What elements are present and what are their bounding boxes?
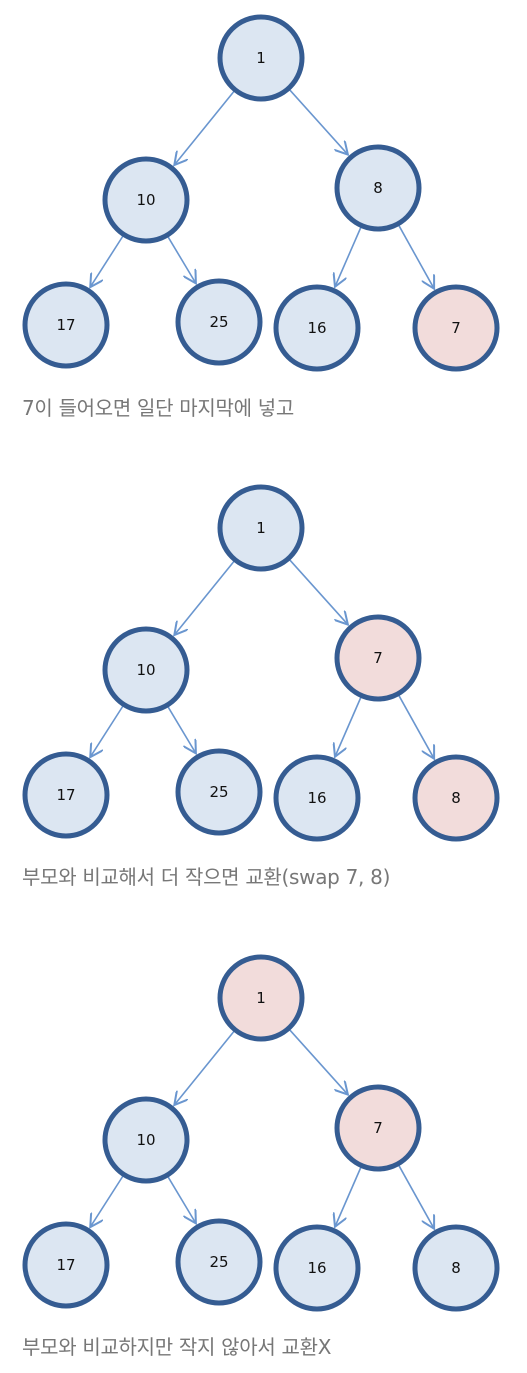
edge-10-to-17 (90, 1174, 125, 1227)
tree-node-25: 25 (175, 278, 263, 366)
tree-node-1: 1 (217, 484, 305, 572)
node-label: 1 (256, 49, 266, 67)
node-circle (102, 1096, 190, 1184)
node-circle (273, 754, 361, 842)
node-circle (334, 144, 422, 232)
node-circle (273, 284, 361, 372)
heap-diagram-step-3: 1 10 7 17 25 16 8 (0, 940, 527, 1320)
tree-node-16: 16 (273, 754, 361, 842)
node-label: 25 (209, 1253, 228, 1271)
heap-tree-step-3: 1 10 7 17 25 16 8 (22, 954, 500, 1312)
caption-step-1: 7이 들어오면 일단 마지막에 넣고 (22, 396, 294, 420)
node-label: 7 (373, 649, 383, 667)
node-label: 16 (307, 1259, 326, 1277)
node-label: 16 (307, 319, 326, 337)
heap-diagram-step-2: 1 10 7 17 25 16 8 (0, 470, 527, 850)
node-circle (412, 284, 500, 372)
node-label: 1 (256, 519, 266, 537)
heap-tree-step-1: 1 10 8 17 25 16 7 (22, 14, 500, 372)
node-label: 10 (136, 1131, 155, 1149)
node-label: 17 (56, 1256, 75, 1274)
edge-10-to-17 (90, 704, 125, 757)
tree-node-8: 8 (412, 754, 500, 842)
tree-node-17: 17 (22, 281, 110, 369)
tree-node-10: 10 (102, 1096, 190, 1184)
tree-node-25: 25 (175, 1218, 263, 1306)
edge-1-to-10 (174, 90, 236, 165)
tree-node-8: 8 (334, 144, 422, 232)
tree-node-17: 17 (22, 1221, 110, 1309)
node-label: 8 (451, 1259, 461, 1277)
node-circle (22, 751, 110, 839)
tree-node-7: 7 (334, 1084, 422, 1172)
node-label: 10 (136, 661, 155, 679)
tree-node-10: 10 (102, 626, 190, 714)
node-circle (412, 1224, 500, 1312)
edge-7-to-8 (397, 694, 434, 759)
heap-tree-step-2: 1 10 7 17 25 16 8 (22, 484, 500, 842)
node-circle (217, 954, 305, 1042)
tree-node-8: 8 (412, 1224, 500, 1312)
node-circle (175, 278, 263, 366)
edge-7-to-16 (335, 1166, 362, 1227)
edge-8-to-16 (335, 226, 362, 287)
edge-1-to-10 (174, 1030, 236, 1105)
node-circle (102, 626, 190, 714)
node-label: 7 (373, 1119, 383, 1137)
node-label: 10 (136, 191, 155, 209)
node-label: 17 (56, 786, 75, 804)
node-circle (22, 1221, 110, 1309)
node-circle (334, 1084, 422, 1172)
tree-node-17: 17 (22, 751, 110, 839)
tree-node-1: 1 (217, 954, 305, 1042)
tree-node-7: 7 (334, 614, 422, 702)
node-label: 8 (373, 179, 383, 197)
node-label: 1 (256, 989, 266, 1007)
edge-10-to-25 (166, 235, 196, 283)
tree-node-10: 10 (102, 156, 190, 244)
node-circle (334, 614, 422, 702)
edge-10-to-25 (166, 705, 196, 753)
heap-diagram-step-1: 1 10 8 17 25 16 7 (0, 0, 527, 380)
caption-step-2: 부모와 비교해서 더 작으면 교환(swap 7, 8) (22, 865, 391, 889)
node-label: 16 (307, 789, 326, 807)
edge-1-to-7 (288, 1028, 348, 1094)
tree-node-7: 7 (412, 284, 500, 372)
node-circle (412, 754, 500, 842)
edge-1-to-7 (288, 558, 348, 624)
node-circle (102, 156, 190, 244)
node-circle (22, 281, 110, 369)
edge-10-to-17 (90, 234, 125, 287)
edge-8-to-7 (397, 224, 434, 289)
edge-7-to-8 (397, 1164, 434, 1229)
node-circle (217, 484, 305, 572)
node-label: 25 (209, 313, 228, 331)
node-label: 17 (56, 316, 75, 334)
tree-node-25: 25 (175, 748, 263, 836)
edge-1-to-10 (174, 560, 236, 635)
tree-node-1: 1 (217, 14, 305, 102)
node-label: 25 (209, 783, 228, 801)
node-circle (217, 14, 305, 102)
tree-node-16: 16 (273, 1224, 361, 1312)
node-label: 7 (451, 319, 461, 337)
caption-step-3: 부모와 비교하지만 작지 않아서 교환X (22, 1335, 332, 1359)
node-circle (175, 1218, 263, 1306)
edge-7-to-16 (335, 696, 362, 757)
edge-10-to-25 (166, 1175, 196, 1223)
node-circle (273, 1224, 361, 1312)
edge-1-to-8 (288, 88, 348, 154)
tree-node-16: 16 (273, 284, 361, 372)
node-circle (175, 748, 263, 836)
node-label: 8 (451, 789, 461, 807)
